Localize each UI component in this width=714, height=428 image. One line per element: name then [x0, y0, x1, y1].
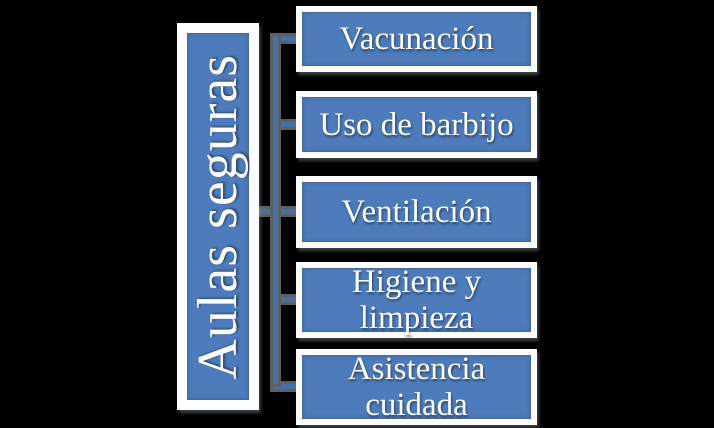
- node-label: Higiene y limpieza: [351, 264, 482, 336]
- node-asistencia-cuidada: Asistencia cuidada: [296, 349, 537, 425]
- node-ventilacion: Ventilación: [296, 176, 537, 248]
- node-fill: Higiene y limpieza: [302, 264, 531, 336]
- root-node-aulas-seguras: Aulas seguras: [177, 23, 259, 410]
- node-fill: Ventilación: [302, 182, 531, 242]
- node-vacunacion: Vacunación: [296, 6, 537, 72]
- root-node-label: Aulas seguras: [187, 53, 249, 380]
- node-fill: Asistencia cuidada: [302, 351, 531, 423]
- node-fill: Vacunación: [302, 12, 531, 66]
- node-higiene-y-limpieza: Higiene y limpieza: [296, 262, 537, 338]
- node-uso-de-barbijo: Uso de barbijo: [296, 91, 537, 158]
- node-label: Ventilación: [341, 194, 492, 230]
- root-node-fill: Aulas seguras: [187, 33, 249, 400]
- node-label: Asistencia cuidada: [347, 351, 486, 423]
- node-label: Vacunación: [339, 21, 494, 57]
- connector-spine: [270, 33, 281, 387]
- node-label: Uso de barbijo: [319, 106, 514, 143]
- node-fill: Uso de barbijo: [302, 97, 531, 152]
